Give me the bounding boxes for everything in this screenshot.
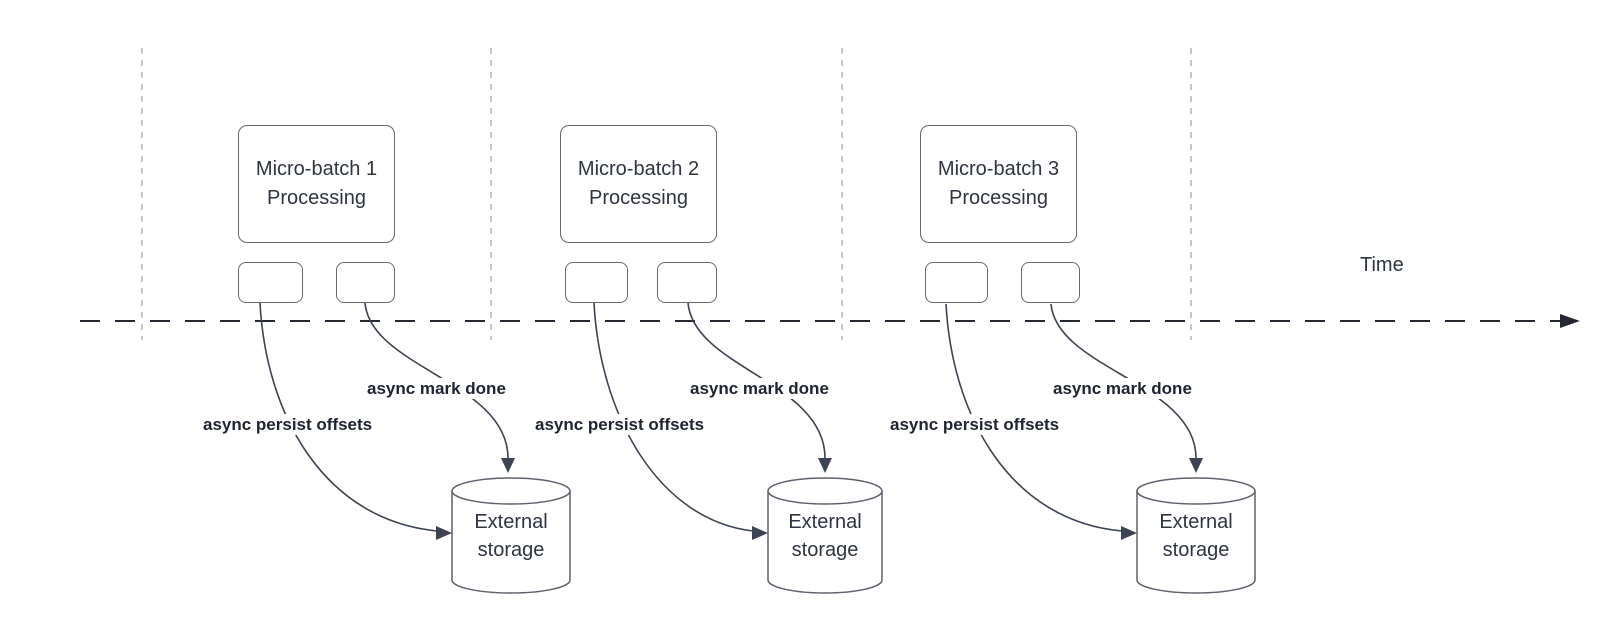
batch-3-done-arrowhead xyxy=(1189,458,1203,473)
batch-2-storage-label: External storage xyxy=(788,511,862,561)
batch-1-persist-arrowhead xyxy=(436,526,452,540)
batch-1-storage-label: External storage xyxy=(474,511,548,561)
micro-batch-3-box: Micro-batch 3 Processing xyxy=(920,125,1077,243)
batch-2-storage-cylinder xyxy=(767,477,883,594)
batch-2-persist-curve xyxy=(593,302,754,532)
batch-3-storage-label: External storage xyxy=(1159,511,1233,561)
batch-1-persist-trigger-box xyxy=(238,262,303,303)
timeline-arrowhead xyxy=(1560,314,1580,328)
batch-3-done-label: async mark done xyxy=(1051,378,1194,399)
batch-2-done-curve xyxy=(687,302,826,459)
batch-1-done-arrowhead xyxy=(501,458,515,473)
batch-1-done-label: async mark done xyxy=(365,378,508,399)
batch-2-persist-label: async persist offsets xyxy=(533,414,707,435)
micro-batch-3-box-label: Micro-batch 3 Processing xyxy=(937,158,1060,209)
batch-1-persist-curve xyxy=(259,302,438,532)
batch-1-done-trigger-box xyxy=(336,262,395,303)
batch-2-persist-arrowhead xyxy=(752,526,768,540)
batch-1-done-curve xyxy=(364,302,509,459)
batch-1-storage-cylinder xyxy=(451,477,571,594)
batch-3-persist-label: async persist offsets xyxy=(888,414,1062,435)
batch-3-persist-trigger-box xyxy=(925,262,988,303)
batch-2-done-label: async mark done xyxy=(688,378,831,399)
batch-2-done-trigger-box xyxy=(657,262,717,303)
time-axis-label: Time xyxy=(1360,254,1404,276)
batch-3-persist-arrowhead xyxy=(1121,526,1137,540)
micro-batch-1-box: Micro-batch 1 Processing xyxy=(238,125,395,243)
batch-3-done-trigger-box xyxy=(1021,262,1080,303)
batch-2-persist-trigger-box xyxy=(565,262,628,303)
batch-3-storage-cylinder xyxy=(1136,477,1256,594)
batch-3-persist-curve xyxy=(945,303,1123,532)
micro-batch-1-box-label: Micro-batch 1 Processing xyxy=(255,158,378,209)
batch-1-persist-label: async persist offsets xyxy=(201,414,375,435)
micro-batch-2-box-label: Micro-batch 2 Processing xyxy=(577,158,700,209)
batch-3-done-curve xyxy=(1050,303,1197,459)
micro-batch-2-box: Micro-batch 2 Processing xyxy=(560,125,717,243)
batch-2-done-arrowhead xyxy=(818,458,832,473)
